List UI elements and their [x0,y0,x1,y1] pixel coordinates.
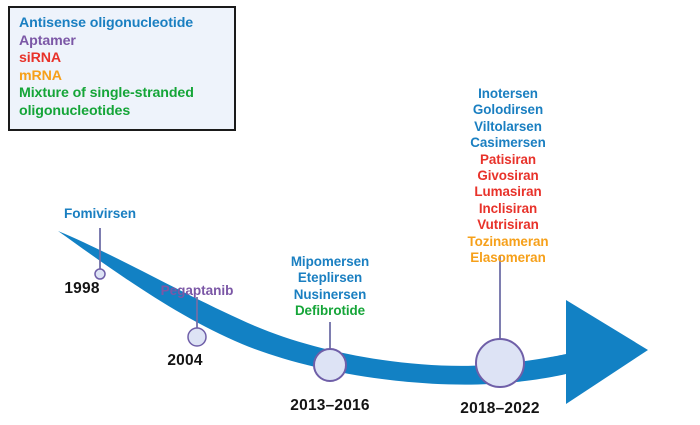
drug-label: Mipomersen [290,254,370,269]
drug-label: Elasomeran [470,250,546,266]
legend-item-sirna: siRNA [19,50,225,68]
drug-label: Inclisiran [478,200,538,216]
legend-item-mixture: Mixture of single-stranded oligonucleoti… [19,85,225,120]
drug-label: Tozinameran [467,233,549,249]
legend-item-antisense-oligonucleotide: Antisense oligonucleotide [19,15,225,33]
drug-label: Patisiran [479,151,537,167]
drug-label: Viltolarsen [474,118,542,134]
milestone-year-label: 2018–2022 [460,400,540,417]
drug-label: Fomivirsen [63,206,137,221]
legend-item-mrna: mRNA [19,68,225,86]
drug-label-group: Pegaptanib [161,283,234,299]
drug-label: Inotersen [478,86,538,101]
legend-label: siRNA [19,50,62,67]
legend-label: Mixture of single-stranded oligonucleoti… [19,85,194,119]
milestone-year-label: 2004 [167,352,203,369]
drug-label: Vutrisiran [477,217,539,233]
drug-label: Defibrotide [294,303,366,319]
drug-label: Eteplirsen [297,270,363,286]
milestone-year-label: 1998 [64,280,100,297]
drug-label: Givosiran [477,168,539,184]
drug-label: Nusinersen [293,286,367,302]
milestone-node[interactable] [187,327,207,347]
legend-label: Antisense oligonucleotide [19,15,194,31]
drug-label-group: Fomivirsen [64,206,136,222]
drug-label: Golodirsen [472,102,544,118]
drug-label: Pegaptanib [160,283,234,298]
legend-box: Antisense oligonucleotide Aptamer siRNA … [8,6,236,131]
milestone-node[interactable] [313,348,347,382]
milestone-node[interactable] [475,338,525,388]
drug-label: Casimersen [470,135,546,151]
legend-label: Aptamer [19,32,76,49]
milestone-node[interactable] [94,268,106,280]
drug-label: Lumasiran [474,184,542,200]
legend-label: mRNA [19,67,62,84]
legend-item-aptamer: Aptamer [19,33,225,51]
milestone-year-label: 2013–2016 [290,397,370,414]
